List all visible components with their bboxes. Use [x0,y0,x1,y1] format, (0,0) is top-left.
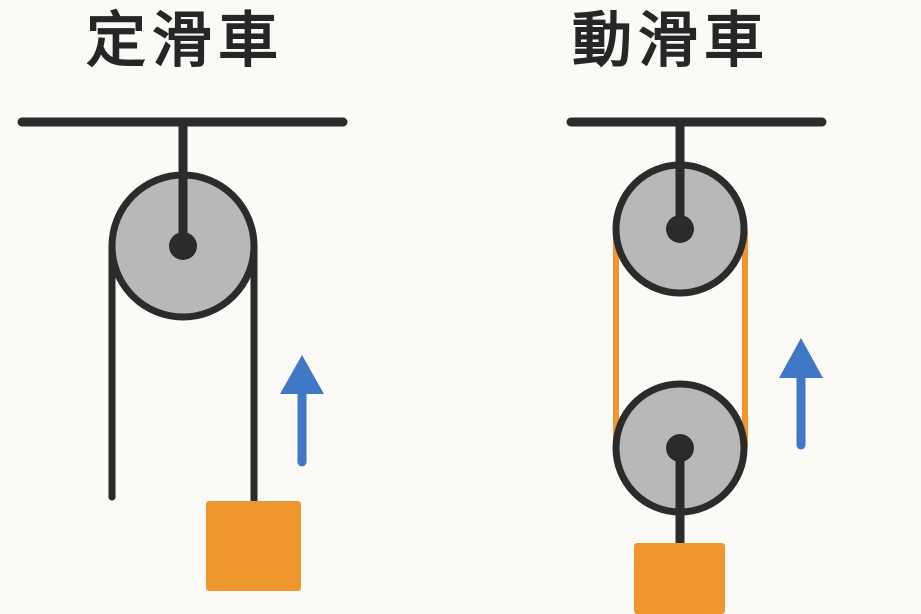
weight-right [634,543,725,614]
weight-left [206,501,301,591]
up-arrow-right-head [779,338,823,378]
movable-pulley-panel [566,117,827,614]
top-pulley-axle [666,215,694,243]
up-arrow-left-head [280,355,324,394]
fixed-pulley-axle [169,232,197,260]
fixed-pulley-title: 定滑車 [86,6,284,76]
bottom-pulley-axle [666,434,694,462]
movable-pulley-title: 動滑車 [572,6,770,76]
fixed-pulley-panel [17,117,348,591]
